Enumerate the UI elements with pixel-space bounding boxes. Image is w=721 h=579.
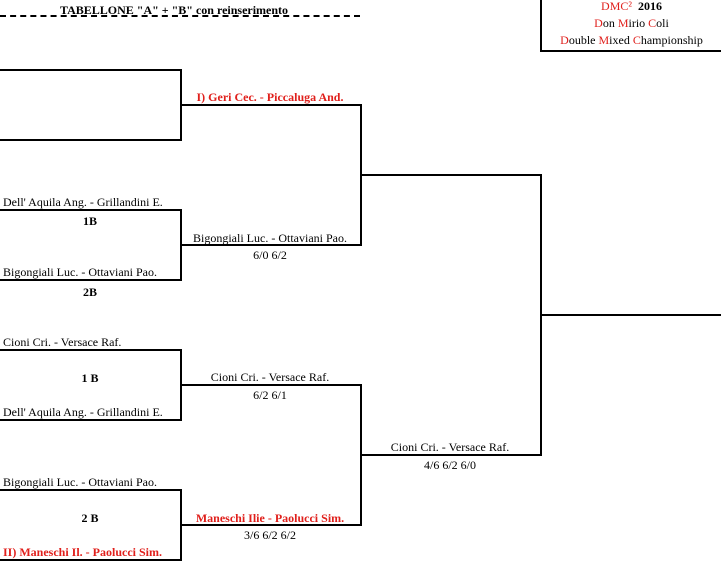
seed-label: 2B (82, 285, 97, 299)
logo-line-2: Don Mirio Coli (594, 16, 669, 30)
winner-entry: I) Geri Cec. - Piccaluga And. (196, 90, 344, 104)
match-score: 3/6 6/2 6/2 (243, 528, 296, 542)
seed-label: 1B (82, 214, 97, 228)
seed-label: 1 B (81, 371, 99, 385)
match-score: 4/6 6/2 6/0 (423, 458, 476, 472)
match-score: 6/2 6/1 (253, 388, 287, 402)
winner-entry: Cioni Cri. - Versace Raf. (210, 370, 330, 384)
team-entry: Bigongiali Luc. - Ottaviani Pao. (3, 475, 157, 489)
sheet-title: TABELLONE "A" + "B" con reinserimento (60, 3, 289, 17)
championship-logo-box: DMC² 2016 Don Mirio Coli Double Mixed Ch… (540, 0, 721, 52)
team-entry: II) Maneschi Il. - Paolucci Sim. (3, 545, 162, 559)
team-entry: Bigongiali Luc. - Ottaviani Pao. (3, 265, 157, 279)
title-dashed-divider (0, 15, 360, 17)
match-score: 6/0 6/2 (253, 248, 287, 262)
winner-entry: Maneschi Ilie - Paolucci Sim. (195, 511, 345, 525)
seed-label: 2 B (81, 511, 99, 525)
winner-entry: Bigongiali Luc. - Ottaviani Pao. (193, 231, 347, 245)
logo-line-3: Double Mixed Championship (560, 33, 703, 47)
logo-title: DMC² 2016 (601, 0, 662, 13)
team-entry: Dell' Aquila Ang. - Grillandini E. (3, 405, 163, 419)
team-entry: Dell' Aquila Ang. - Grillandini E. (3, 195, 163, 209)
team-entry: Cioni Cri. - Versace Raf. (3, 335, 122, 349)
winner-entry: Cioni Cri. - Versace Raf. (390, 440, 510, 454)
